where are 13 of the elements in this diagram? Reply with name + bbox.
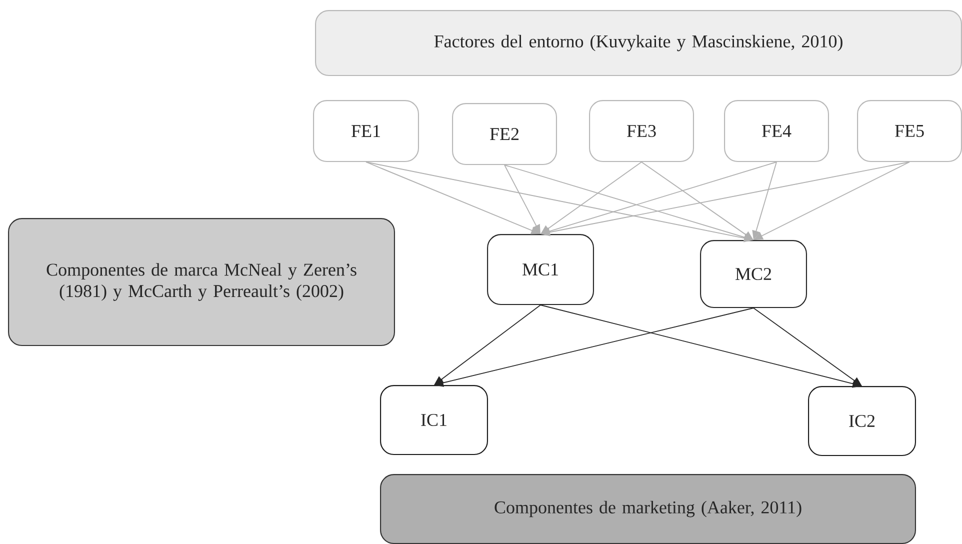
band: Factores del entorno (Kuvykaite y Mascinskiene, 2010) (315, 10, 962, 76)
arrow (753, 308, 862, 386)
factor-box: FE5 (857, 100, 962, 162)
process-box: IC1 (380, 385, 488, 455)
process-box: MC1 (487, 234, 594, 305)
factor-box: FE4 (724, 100, 829, 162)
factor-box: FE3 (589, 100, 694, 162)
group-box: Componentes de marca McNeal y Zeren’s (1981) y McCarth y Perreault’s (2002) (8, 218, 396, 346)
factor-box: FE1 (313, 100, 419, 162)
band: Componentes de marketing (Aaker, 2011) (380, 474, 916, 544)
process-box: IC2 (808, 386, 916, 456)
process-box: MC2 (700, 240, 807, 308)
factor-box: FE2 (452, 103, 557, 165)
